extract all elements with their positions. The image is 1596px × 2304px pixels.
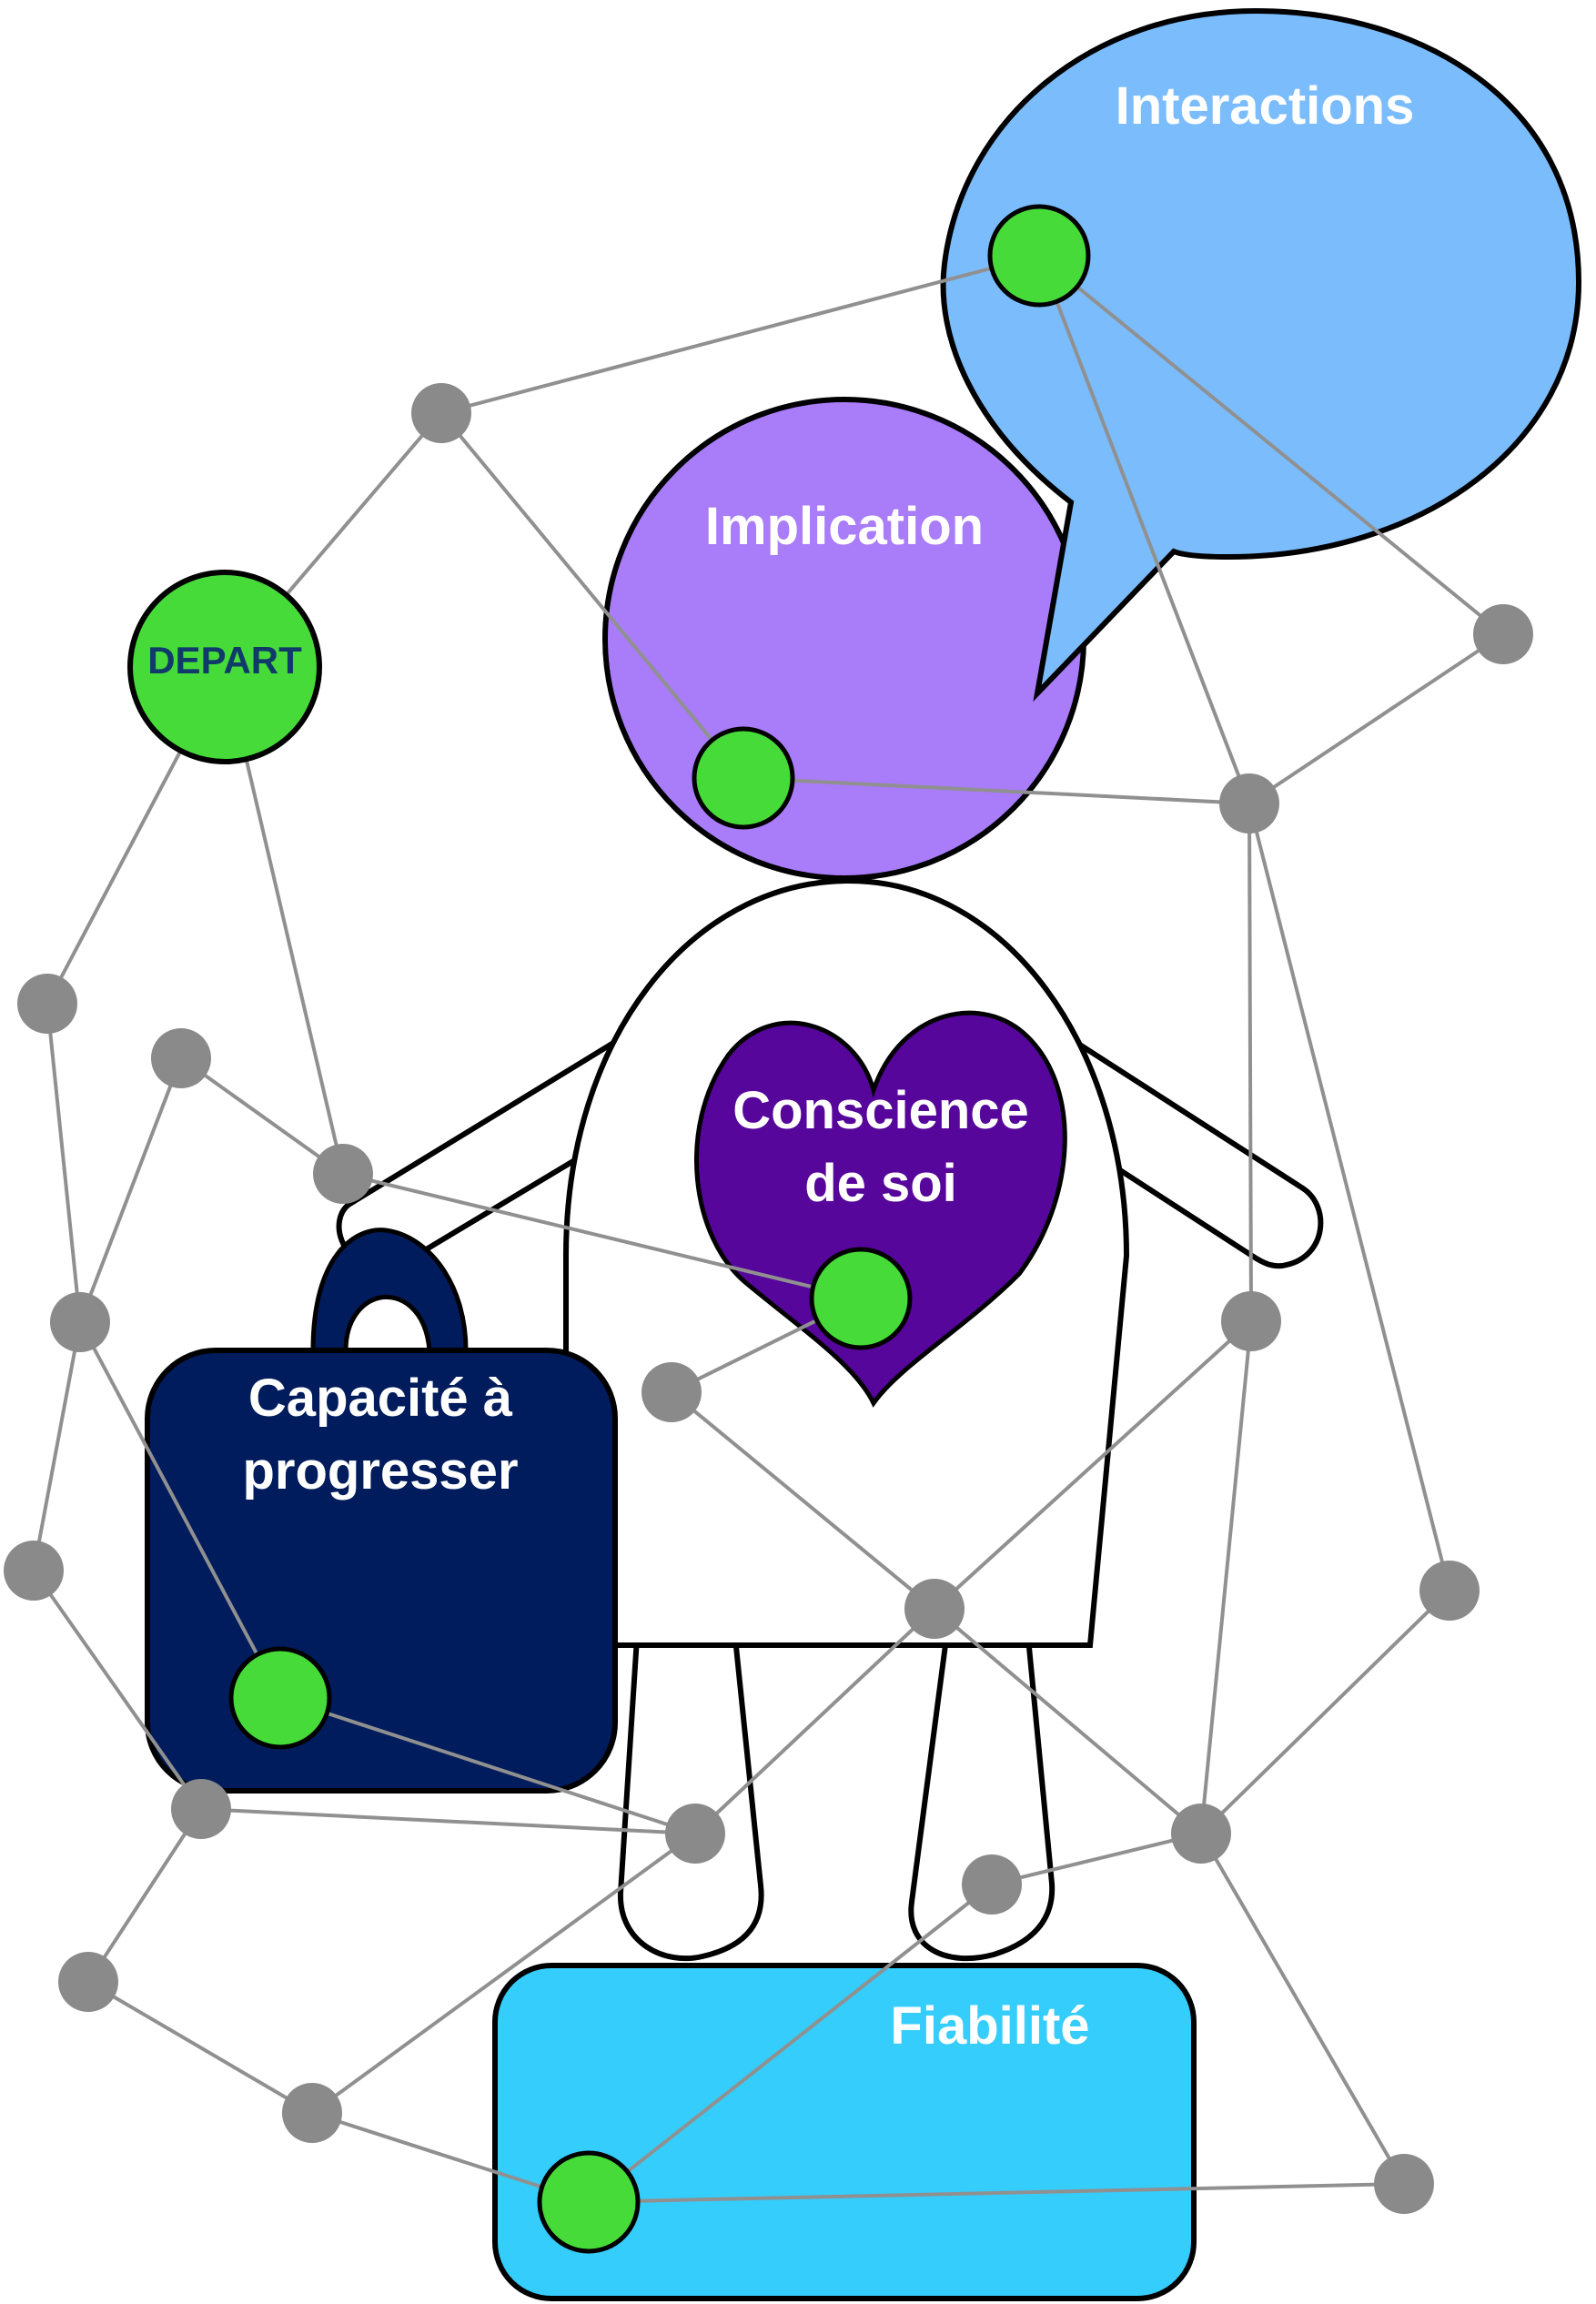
edge-g_l5-g_b1 [32, 1569, 203, 1811]
node-g_l3 [313, 1144, 373, 1204]
fiabilite-label: Fiabilité [890, 1996, 1089, 2056]
node-g_r3 [1419, 1561, 1480, 1621]
edge-g_r3-g_r4 [1199, 1589, 1451, 1835]
edge-g_c2-g_r4 [933, 1607, 1203, 1835]
depart-label: DEPART [147, 639, 302, 682]
node-g_l5 [4, 1541, 64, 1601]
node-g_b5 [282, 2083, 342, 2143]
node-g_top [411, 383, 471, 443]
edge-g_rtop-g_rmid [1248, 632, 1505, 805]
capacite-label-line2: progresser [242, 1441, 518, 1501]
node-g_b6 [1374, 2154, 1434, 2214]
edge-g_c1-g_c2 [670, 1390, 936, 1611]
edge-g_b4-g_b5 [86, 1980, 314, 2115]
edge-fiab-g_b3 [587, 1883, 994, 2204]
edge-g_rmid-g_r2 [1248, 803, 1253, 1322]
edge-fiab-g_b6 [588, 2182, 1405, 2204]
node-g_l2 [151, 1028, 211, 1088]
edge-g_l3-consc [342, 1172, 862, 1300]
network-nodes [4, 204, 1533, 2254]
node-g_rtop [1473, 604, 1533, 664]
edge-g_l1-g_l4 [45, 1003, 82, 1323]
interactions-label: Interactions [1116, 76, 1415, 136]
node-g_b2 [665, 1804, 725, 1864]
node-inter-green [987, 204, 1091, 308]
interactions-bubble [940, 7, 1582, 702]
edge-g_r2-g_c2 [933, 1319, 1253, 1611]
node-impl-green [692, 726, 795, 830]
node-g_l4 [50, 1292, 110, 1352]
edge-g_b5-g_b2 [310, 1832, 697, 2115]
node-g_r2 [1221, 1291, 1281, 1351]
edge-inter-g_rtop [1037, 254, 1505, 636]
edge-g_b1-g_b2 [200, 1807, 696, 1835]
implication-circle [602, 397, 1086, 881]
fiabilite-box [492, 1963, 1197, 2301]
node-g_b4 [58, 1952, 118, 2012]
node-consc-green [809, 1247, 913, 1350]
network-edges [32, 254, 1505, 2204]
edge-capa-g_b2 [279, 1696, 696, 1835]
edge-g_c2-g_b2 [693, 1607, 936, 1835]
left-leg [617, 1635, 764, 1962]
edge-g_r2-g_r4 [1199, 1320, 1253, 1834]
node-g_c2 [904, 1579, 965, 1639]
node-capa-green [228, 1646, 332, 1750]
edge-g_l4-g_l5 [32, 1321, 82, 1571]
node-depart-green [127, 570, 322, 764]
node-g_r4 [1171, 1804, 1231, 1864]
edge-g_l2-g_l4 [78, 1057, 183, 1323]
conscience-label-line1: Conscience [732, 1081, 1029, 1140]
bag-handle [310, 1228, 469, 1353]
edge-g_rmid-g_r3 [1248, 803, 1451, 1592]
node-fiab-green [537, 2150, 641, 2254]
capacite-label-line1: Capacité à [248, 1369, 513, 1428]
edge-g_r4-g_b6 [1199, 1832, 1406, 2186]
edge-g_l4-capa [78, 1321, 282, 1699]
conscience-heart [694, 1010, 1067, 1408]
edge-g_b1-g_b4 [86, 1807, 203, 1984]
edge-g_l2-g_l3 [179, 1056, 345, 1176]
edge-impl-g_rmid [742, 776, 1250, 805]
node-g_rmid [1219, 773, 1279, 834]
edge-inter-g_top [440, 254, 1040, 415]
edge-g_top-impl [439, 411, 745, 780]
implication-label: Implication [705, 497, 984, 556]
node-g_b1 [171, 1779, 231, 1839]
conscience-label-line2: de soi [804, 1154, 957, 1213]
node-g_b3 [962, 1854, 1022, 1915]
edge-g_r4-g_b3 [991, 1832, 1202, 1886]
node-g_l1 [17, 974, 77, 1034]
node-g_c1 [641, 1362, 702, 1422]
edge-inter-g_rmid [1037, 255, 1251, 804]
